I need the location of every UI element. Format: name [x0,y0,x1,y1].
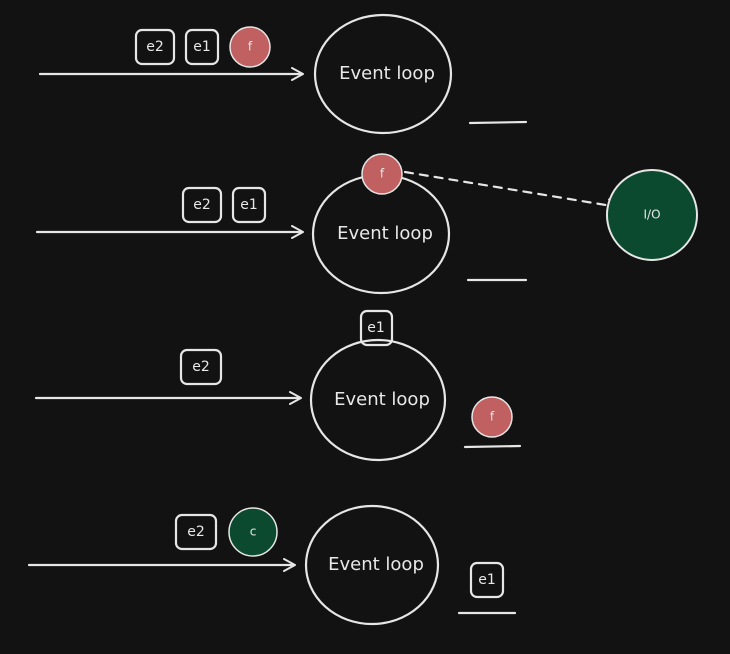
function-circle-f-label: f [380,167,385,181]
event-box-e1-label: e1 [240,197,258,213]
event-box-e2 [181,186,223,224]
event-box-e1-label: e1 [193,39,211,55]
output-line [468,120,528,125]
event-box-e2-label: e2 [193,197,211,213]
event-loop-label: Event loop [339,63,435,84]
event-box-e2-label: e2 [146,39,164,55]
function-circle-f [471,396,513,438]
event-box-e2 [134,28,176,66]
function-circle-f [361,153,403,195]
io-circle [606,169,698,261]
output-line [463,444,522,449]
event-loop-circle [304,504,440,626]
event-box-e2 [179,348,223,386]
event-loop-label: Event loop [334,389,430,410]
function-circle-f-label: f [248,40,253,54]
dashed-arrow-to-io [403,170,620,213]
callback-circle-c-label: c [250,525,257,539]
event-loop-circle [313,13,453,135]
event-box-e1-label: e1 [478,572,496,588]
row-2: e2 e1 Event loop f I/O [35,153,698,295]
event-box-e1 [469,561,505,599]
event-box-e1 [184,28,220,66]
event-box-e1 [231,186,267,224]
event-box-e1 [359,309,394,347]
callback-circle-c [228,507,278,557]
event-loop-label: Event loop [328,554,424,575]
event-box-e2-label: e2 [187,524,205,540]
event-box-e2 [174,513,218,551]
row-1: e2 e1 f Event loop [38,13,528,135]
event-box-e1-label: e1 [367,320,385,336]
function-circle-f-label: f [490,410,495,424]
event-loop-label: Event loop [337,223,433,244]
function-circle-f [229,26,271,68]
event-box-e2-label: e2 [192,359,210,375]
event-loop-circle [309,338,447,462]
row-4: e2 c Event loop e1 [27,504,517,626]
row-3: e2 Event loop e1 f [34,309,522,462]
io-circle-label: I/O [643,208,660,222]
